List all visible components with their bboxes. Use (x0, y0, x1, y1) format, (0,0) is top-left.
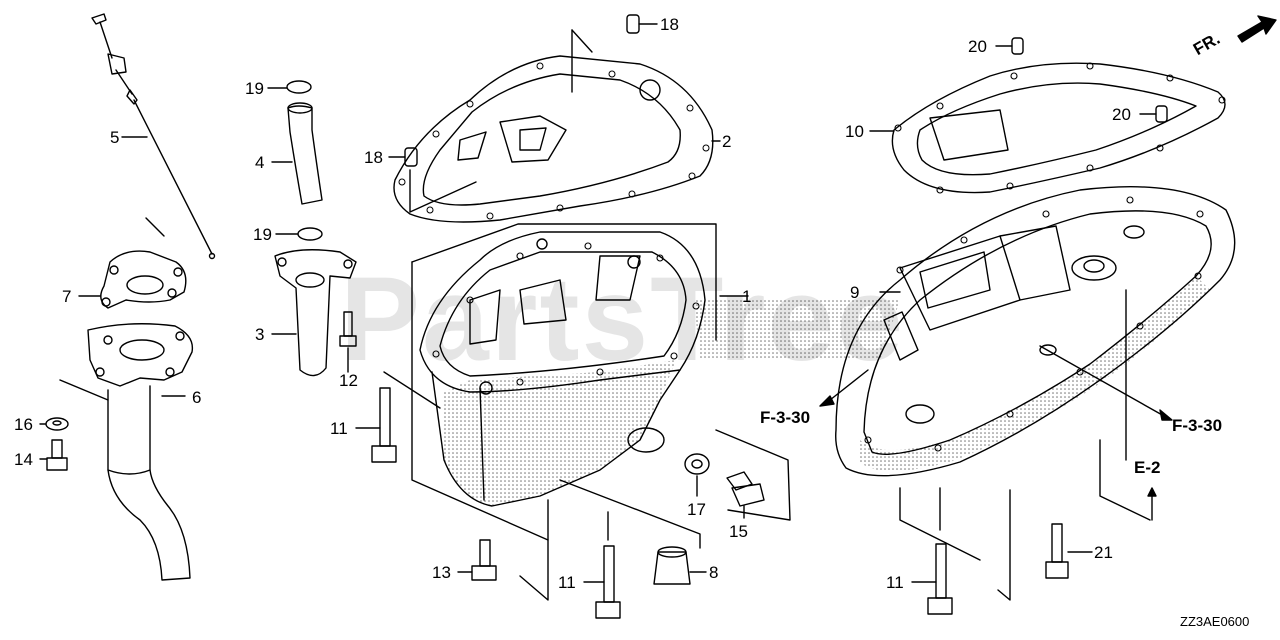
callout-11-left: 11 (330, 419, 348, 438)
front-direction-arrow (1237, 15, 1277, 43)
callout-19-upper: 19 (245, 79, 264, 98)
callout-20-right: 20 (1112, 105, 1131, 124)
washer-17-part (684, 453, 710, 497)
callout-14: 14 (14, 450, 33, 469)
callout-15: 15 (729, 522, 748, 541)
callout-6: 6 (192, 388, 202, 407)
callout-18-left: 18 (364, 148, 383, 167)
callout-10: 10 (845, 122, 864, 141)
dowel-pin-18-top-part (626, 14, 658, 34)
callout-5: 5 (110, 128, 120, 147)
reference-f-3-30-left: F-3-30 (760, 408, 811, 427)
callout-3: 3 (255, 325, 265, 344)
gasket-2-part (393, 29, 721, 223)
o-ring-19-lower-part (275, 227, 323, 241)
callout-7: 7 (62, 287, 72, 306)
reference-f-3-30-right: F-3-30 (1172, 416, 1223, 435)
reference-e-2: E-2 (1134, 458, 1161, 477)
o-ring-19-upper-part (267, 80, 312, 94)
callout-11-center: 11 (558, 573, 576, 592)
dowel-pin-20-right-part (1139, 105, 1168, 123)
drain-bolt-15-part (726, 471, 765, 519)
oil-case-1-part (383, 223, 791, 601)
gasket-10-part (869, 62, 1226, 194)
gasket-7-part (78, 217, 187, 309)
dipstick-part (91, 13, 216, 260)
stipple-shading (444, 276, 1210, 506)
callout-18-top: 18 (660, 15, 679, 34)
callout-21: 21 (1094, 543, 1113, 562)
pipe-4-part (271, 102, 323, 205)
callout-2: 2 (722, 132, 732, 151)
diagram-code: ZZ3AE0600 (1180, 614, 1250, 629)
callout-9: 9 (850, 283, 860, 302)
callout-12: 12 (339, 371, 358, 390)
callout-17: 17 (687, 500, 706, 519)
callout-19-lower: 19 (253, 225, 272, 244)
callout-8: 8 (709, 563, 719, 582)
bolt-11-right-part (911, 543, 953, 615)
bolt-12-part (339, 311, 357, 373)
callout-20-top: 20 (968, 37, 987, 56)
bolt-21-part (1045, 523, 1093, 579)
bolt-11-left-part (355, 387, 397, 463)
dowel-pin-18-left-part (388, 147, 477, 213)
bolt-14-part (39, 439, 68, 471)
callout-11-right: 11 (886, 573, 904, 592)
grommet-8-part (653, 546, 707, 585)
bolt-13-part (457, 539, 497, 581)
callout-16: 16 (14, 415, 33, 434)
callout-1: 1 (742, 287, 752, 306)
dowel-pin-20-top-part (995, 37, 1024, 55)
oil-pipe-part (59, 323, 194, 581)
washer-16-part (39, 417, 69, 431)
joint-3-part (271, 249, 357, 377)
bolt-11-center-part (583, 545, 621, 619)
callout-4: 4 (255, 153, 265, 172)
callout-13: 13 (432, 563, 451, 582)
oil-case-9-part (819, 186, 1236, 601)
